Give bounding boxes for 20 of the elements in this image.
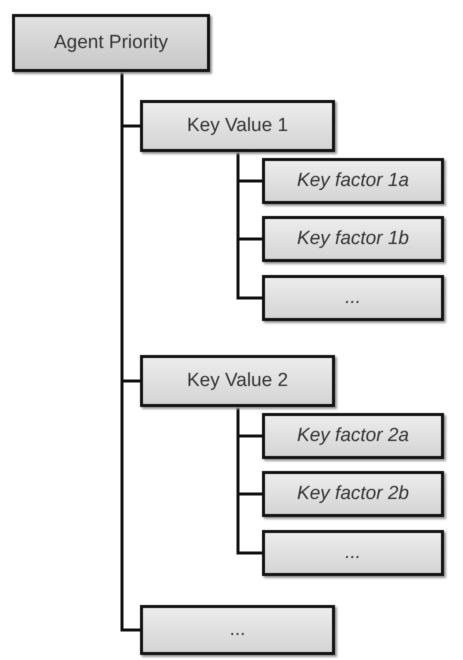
node-label: ... bbox=[345, 542, 361, 564]
tree-node-box bbox=[140, 100, 335, 152]
node-label: Key Value 2 bbox=[186, 370, 288, 392]
node-label: Key factor 2b bbox=[297, 483, 409, 505]
node-label: ... bbox=[345, 287, 361, 309]
node-label: Agent Priority bbox=[54, 32, 168, 54]
tree-node-box bbox=[262, 530, 444, 576]
node-label: Key factor 1a bbox=[297, 170, 409, 192]
tree-node-box bbox=[12, 14, 210, 72]
node-label: Key Value 1 bbox=[186, 115, 288, 137]
tree-node-box bbox=[262, 471, 444, 517]
tree-node-box bbox=[140, 355, 335, 407]
node-label: ... bbox=[230, 619, 246, 641]
node-label: Key factor 1b bbox=[297, 228, 409, 250]
tree-node-box bbox=[140, 605, 335, 655]
tree-node-box bbox=[262, 158, 444, 204]
node-label: Key factor 2a bbox=[297, 425, 409, 447]
tree-node-box bbox=[262, 216, 444, 262]
tree-node-box bbox=[262, 275, 444, 321]
tree-node-box bbox=[262, 413, 444, 459]
